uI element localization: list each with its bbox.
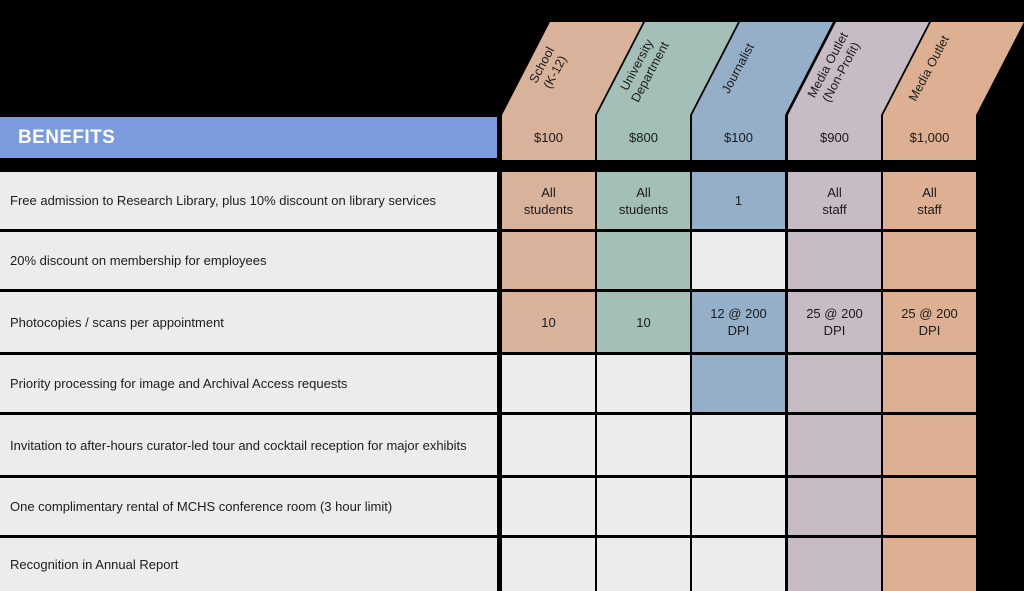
tier-value-cell <box>883 538 976 591</box>
tier-value-text: All students <box>618 184 669 217</box>
tier-header-4[interactable]: Media Outlet (Non-Profit)$900 <box>788 22 929 160</box>
tier-value-text: 12 @ 200 DPI <box>710 306 767 338</box>
tier-price: $800 <box>597 115 690 160</box>
tier-value-cell: All staff <box>883 172 976 229</box>
tier-value-cell: All students <box>502 172 595 229</box>
tier-value-text: 25 @ 200 DPI <box>901 306 958 338</box>
benefit-description-text: One complimentary rental of MCHS confere… <box>10 499 393 514</box>
tier-value-cell <box>883 355 976 412</box>
table-row: Free admission to Research Library, plus… <box>0 172 1024 229</box>
tier-value-cell <box>597 478 690 535</box>
tier-value-cell: 25 @ 200 DPI <box>788 292 881 352</box>
tier-value-cell <box>788 232 881 289</box>
tier-value-cell <box>692 355 785 412</box>
tier-price-text: $900 <box>820 130 849 145</box>
tier-value-cell: 10 <box>502 292 595 352</box>
tier-price-text: $100 <box>724 130 753 145</box>
tier-price: $100 <box>692 115 785 160</box>
tier-header-banner <box>502 22 643 115</box>
tier-header-1[interactable]: School (K-12)$100 <box>502 22 643 160</box>
tier-value-text: 10 <box>541 314 556 330</box>
benefit-description-text: Priority processing for image and Archiv… <box>10 376 348 391</box>
table-row: Photocopies / scans per appointment 10 10 1… <box>0 292 1024 352</box>
tier-value-cell: All students <box>597 172 690 229</box>
benefit-description-cell: One complimentary rental of MCHS confere… <box>0 478 497 535</box>
benefits-title-bar: BENEFITS <box>0 117 497 158</box>
benefit-description-text: Free admission to Research Library, plus… <box>10 193 437 208</box>
benefit-description-text: Recognition in Annual Report <box>10 557 179 572</box>
tier-value-cell <box>883 478 976 535</box>
benefit-description-cell: Recognition in Annual Report <box>0 538 497 591</box>
tier-value-cell: 12 @ 200 DPI <box>692 292 785 352</box>
tier-value-text: All staff <box>822 184 847 217</box>
tier-header-3[interactable]: Journalist$100 <box>692 22 833 160</box>
tier-header-2[interactable]: University Department$800 <box>597 22 738 160</box>
tier-value-cell <box>502 538 595 591</box>
tier-value-text: 25 @ 200 DPI <box>806 306 863 338</box>
benefit-description-text: 20% discount on membership for employees <box>10 253 267 268</box>
tier-price: $1,000 <box>883 115 976 160</box>
tier-value-cell <box>883 232 976 289</box>
tier-header-banner <box>883 22 1024 115</box>
tier-price: $100 <box>502 115 595 160</box>
table-row: Priority processing for image and Archiv… <box>0 355 1024 412</box>
table-row: Recognition in Annual Report <box>0 538 1024 591</box>
benefit-description-text: Invitation to after-hours curator-led to… <box>10 437 467 453</box>
tier-value-text: All students <box>523 184 574 217</box>
tier-value-text: 1 <box>734 193 743 208</box>
table-row: One complimentary rental of MCHS confere… <box>0 478 1024 535</box>
tier-value-cell: 25 @ 200 DPI <box>883 292 976 352</box>
tier-value-cell <box>788 415 881 475</box>
table-row: Invitation to after-hours curator-led to… <box>0 415 1024 475</box>
tier-value-cell <box>692 538 785 591</box>
benefit-description-text: Photocopies / scans per appointment <box>10 314 224 330</box>
tier-header-banner <box>692 22 833 115</box>
benefit-description-cell: Priority processing for image and Archiv… <box>0 355 497 412</box>
tier-value-text: 10 <box>636 314 651 330</box>
tier-value-cell <box>502 478 595 535</box>
tier-value-cell <box>502 355 595 412</box>
tier-value-cell <box>692 415 785 475</box>
tier-value-cell <box>788 478 881 535</box>
tier-header-5[interactable]: Media Outlet$1,000 <box>883 22 1024 160</box>
tier-value-cell <box>597 232 690 289</box>
tier-value-cell <box>597 538 690 591</box>
benefit-description-cell: 20% discount on membership for employees <box>0 232 497 289</box>
benefits-title-label: BENEFITS <box>18 126 116 148</box>
tier-value-cell <box>788 538 881 591</box>
tier-value-cell <box>502 232 595 289</box>
tier-value-cell <box>692 232 785 289</box>
tier-value-cell <box>788 355 881 412</box>
tier-header-banner <box>788 22 929 115</box>
tier-value-cell <box>597 415 690 475</box>
tier-price-text: $800 <box>629 130 658 145</box>
benefit-description-cell: Invitation to after-hours curator-led to… <box>0 415 497 475</box>
benefit-description-cell: Free admission to Research Library, plus… <box>0 172 497 229</box>
tier-value-cell <box>692 478 785 535</box>
tier-value-cell: 1 <box>692 172 785 229</box>
tier-value-cell <box>597 355 690 412</box>
tier-price-text: $100 <box>534 130 563 145</box>
tier-value-cell <box>883 415 976 475</box>
tier-value-cell <box>502 415 595 475</box>
tier-price-text: $1,000 <box>909 130 950 145</box>
tier-header-banner <box>597 22 738 115</box>
table-row: 20% discount on membership for employees <box>0 232 1024 289</box>
benefit-description-cell: Photocopies / scans per appointment <box>0 292 497 352</box>
tier-value-cell: All staff <box>788 172 881 229</box>
tier-value-text: All staff <box>917 184 942 217</box>
tier-price: $900 <box>788 115 881 160</box>
tier-value-cell: 10 <box>597 292 690 352</box>
